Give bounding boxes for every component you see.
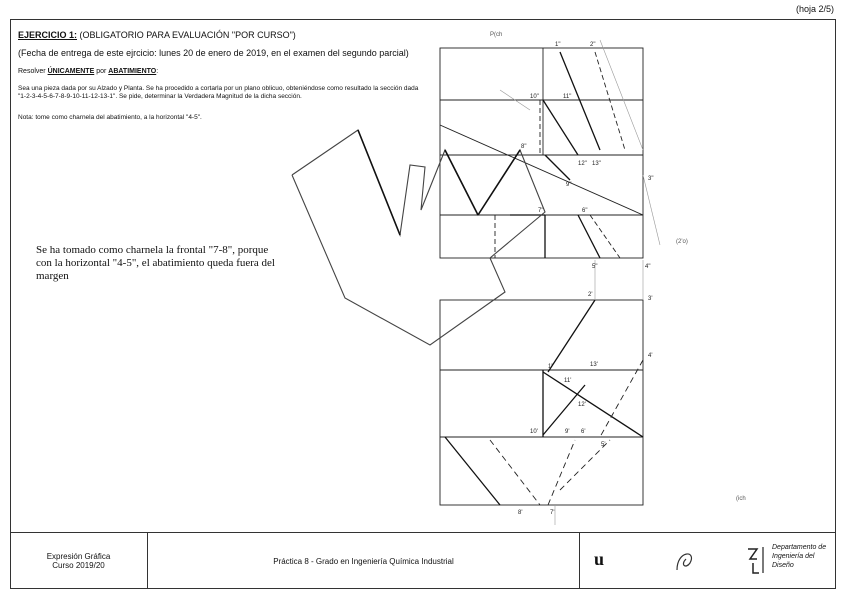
section-edge	[444, 149, 479, 216]
title-block-subject: Expresión Gráfica Curso 2019/20	[10, 533, 148, 589]
section-edge	[577, 214, 601, 259]
section-edge	[559, 51, 601, 151]
handwritten-label-pch: P(ch	[490, 32, 502, 38]
resolve-only: ÚNICAMENTE	[47, 68, 95, 75]
title-block: Expresión Gráfica Curso 2019/20 Práctica…	[10, 532, 836, 589]
section-edge	[542, 371, 644, 438]
hidden-edge	[599, 359, 644, 438]
subject-name: Expresión Gráfica	[46, 552, 111, 561]
label-1p: 1'	[548, 364, 552, 370]
label-11: 11"	[563, 94, 571, 100]
handwritten-labels: P(ch (2'o) (ich	[490, 32, 746, 502]
label-4p: 4'	[648, 353, 652, 359]
exercise-sheet	[10, 19, 836, 589]
true-magnitude-outline	[291, 129, 546, 346]
label-5p: 5'	[601, 442, 605, 448]
hidden-edge	[559, 439, 611, 491]
label-6: 6"	[582, 208, 587, 214]
construction-line	[599, 39, 644, 151]
department-name: Departamento de Ingeniería del Diseño	[772, 544, 827, 569]
elevation-point-labels: 1" 2" 10" 11" 12" 13" 8" 9" 3" 7" 6" 5" …	[521, 42, 653, 270]
label-3p: 3'	[648, 296, 652, 302]
exercise-title: EJERCICIO 1: (OBLIGATORIO PARA EVALUACIÓ…	[18, 30, 296, 40]
hidden-edge	[489, 439, 541, 506]
label-11p: 11'	[564, 378, 571, 384]
dept-logo-icon	[748, 547, 764, 574]
plan-frame	[439, 299, 644, 506]
section-edge	[547, 299, 596, 373]
label-9p: 9'	[565, 429, 569, 435]
label-12: 12"	[578, 161, 587, 167]
university-logo: u	[594, 549, 605, 569]
delivery-date: (Fecha de entrega de este ejrcicio: lune…	[18, 48, 409, 58]
handwritten-label-ich: (ich	[736, 496, 746, 502]
plane-trace	[439, 124, 644, 216]
plan-view	[439, 299, 644, 506]
exercise-title-label: EJERCICIO 1:	[18, 30, 78, 40]
label-8: 8"	[521, 144, 526, 150]
resolve-method: ABATIMIENTO	[108, 68, 157, 75]
problem-statement: Sea una pieza dada por su Alzado y Plant…	[18, 85, 419, 100]
label-7p: 7'	[550, 510, 554, 516]
resolve-prefix: Resolver	[18, 68, 48, 75]
section-edge	[542, 384, 586, 436]
section-edge	[444, 436, 501, 506]
section-edge	[357, 129, 401, 236]
label-13p: 13'	[590, 362, 598, 368]
true-magnitude-section	[291, 129, 546, 346]
section-edge	[542, 99, 579, 156]
label-3: 3"	[648, 176, 653, 182]
page-number: (hoja 2/5)	[795, 4, 834, 14]
label-12p: 12'	[578, 402, 586, 408]
label-10: 10"	[530, 94, 539, 100]
elevation-view	[439, 47, 644, 259]
practice-title: Práctica 8 - Grado en Ingeniería Química…	[148, 533, 580, 589]
exercise-note: Nota: tome como charnela del abatimiento…	[18, 114, 202, 121]
hidden-edge	[589, 214, 621, 259]
resolve-instruction: Resolver ÚNICAMENTE por ABATIMIENTO:	[18, 68, 158, 75]
plan-point-labels: 2' 3' 1' 13' 4' 11' 12' 10' 9' 6' 5' 8' …	[518, 292, 652, 516]
label-2p: 2'	[588, 292, 592, 298]
hidden-edge	[547, 439, 576, 506]
label-7: 7"	[538, 208, 543, 214]
handwritten-label-2o: (2'o)	[676, 239, 688, 245]
resolve-por: por	[94, 68, 109, 75]
technical-drawing: 1" 2" 10" 11" 12" 13" 8" 9" 3" 7" 6" 5" …	[291, 32, 746, 525]
handwritten-note: Se ha tomado como charnela la frontal "7…	[36, 244, 275, 282]
label-9: 9"	[566, 182, 571, 188]
label-2: 2"	[590, 42, 595, 48]
label-1: 1"	[555, 42, 560, 48]
section-edge	[477, 149, 521, 216]
exercise-title-rest: (OBLIGATORIO PARA EVALUACIÓN "POR CURSO"…	[77, 30, 296, 40]
title-block-logos: u Departamento de Ingeniería del Diseño	[580, 533, 836, 589]
construction-line	[499, 89, 531, 111]
resolve-colon: :	[156, 68, 159, 75]
construction-line	[642, 174, 661, 246]
department-emblem-icon	[676, 553, 693, 571]
label-10p: 10'	[530, 429, 538, 435]
elevation-frame	[439, 47, 644, 259]
section-edge	[544, 154, 571, 181]
label-5: 5"	[592, 264, 597, 270]
label-8p: 8'	[518, 510, 522, 516]
hidden-edge	[594, 51, 626, 151]
construction-lines	[499, 39, 661, 525]
label-4: 4"	[645, 264, 650, 270]
course-year: Curso 2019/20	[52, 561, 105, 570]
label-6p: 6'	[581, 429, 585, 435]
label-13: 13"	[592, 161, 601, 167]
